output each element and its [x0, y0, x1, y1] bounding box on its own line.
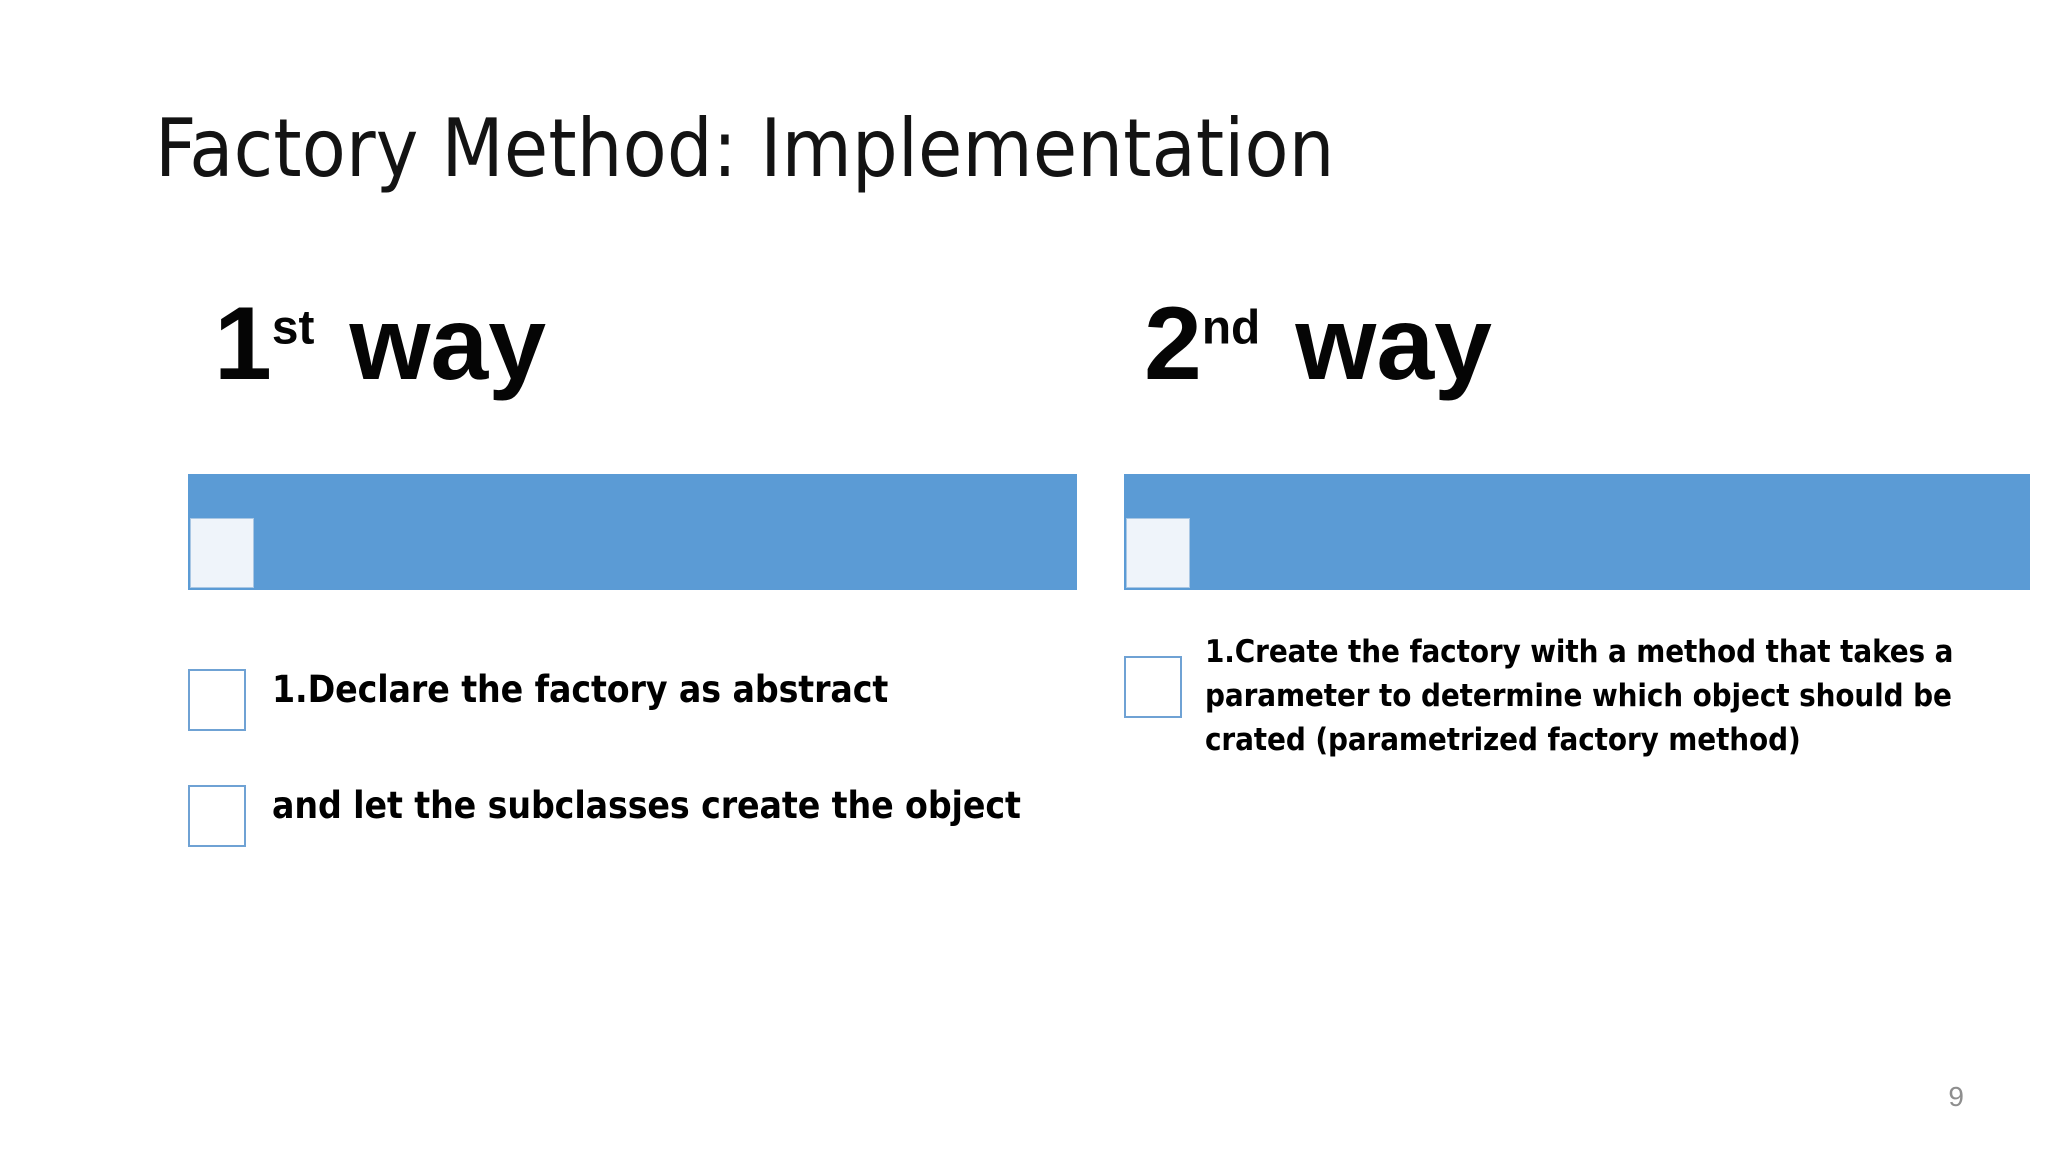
- list-item-label: 1.Declare the factory as abstract: [272, 668, 889, 711]
- heading-second-way-number: 2: [1144, 286, 1202, 402]
- bullet-square-icon: [188, 669, 246, 731]
- heading-second-way-ordinal: nd: [1201, 301, 1261, 355]
- list-item[interactable]: 1.Create the factory with a method that …: [1124, 630, 2044, 762]
- list-item-label: and let the subclasses create the object: [272, 784, 1021, 827]
- heading-second-way: 2nd way: [1144, 292, 1492, 396]
- heading-second-way-word: way: [1295, 286, 1492, 402]
- list-item[interactable]: 1.Declare the factory as abstract: [188, 665, 1028, 731]
- banner-chip-left: [190, 518, 254, 588]
- heading-second-way-gap: [1260, 286, 1295, 402]
- list-item-label: 1.Create the factory with a method that …: [1205, 634, 1954, 759]
- page-number: 9: [1948, 1081, 1964, 1112]
- bullet-square-icon: [188, 785, 246, 847]
- heading-first-way-number: 1: [214, 286, 272, 402]
- bullet-square-icon: [1124, 656, 1182, 718]
- list-item[interactable]: and let the subclasses create the object: [188, 781, 1028, 847]
- heading-first-way: 1st way: [214, 292, 546, 396]
- heading-first-way-gap: [314, 286, 349, 402]
- page-title: Factory Method: Implementation: [155, 102, 1335, 195]
- banner-bar-right: [1124, 474, 2030, 590]
- heading-first-way-word: way: [349, 286, 547, 402]
- heading-first-way-ordinal: st: [271, 301, 315, 355]
- banner-bar-left: [188, 474, 1077, 590]
- banner-chip-right: [1126, 518, 1190, 588]
